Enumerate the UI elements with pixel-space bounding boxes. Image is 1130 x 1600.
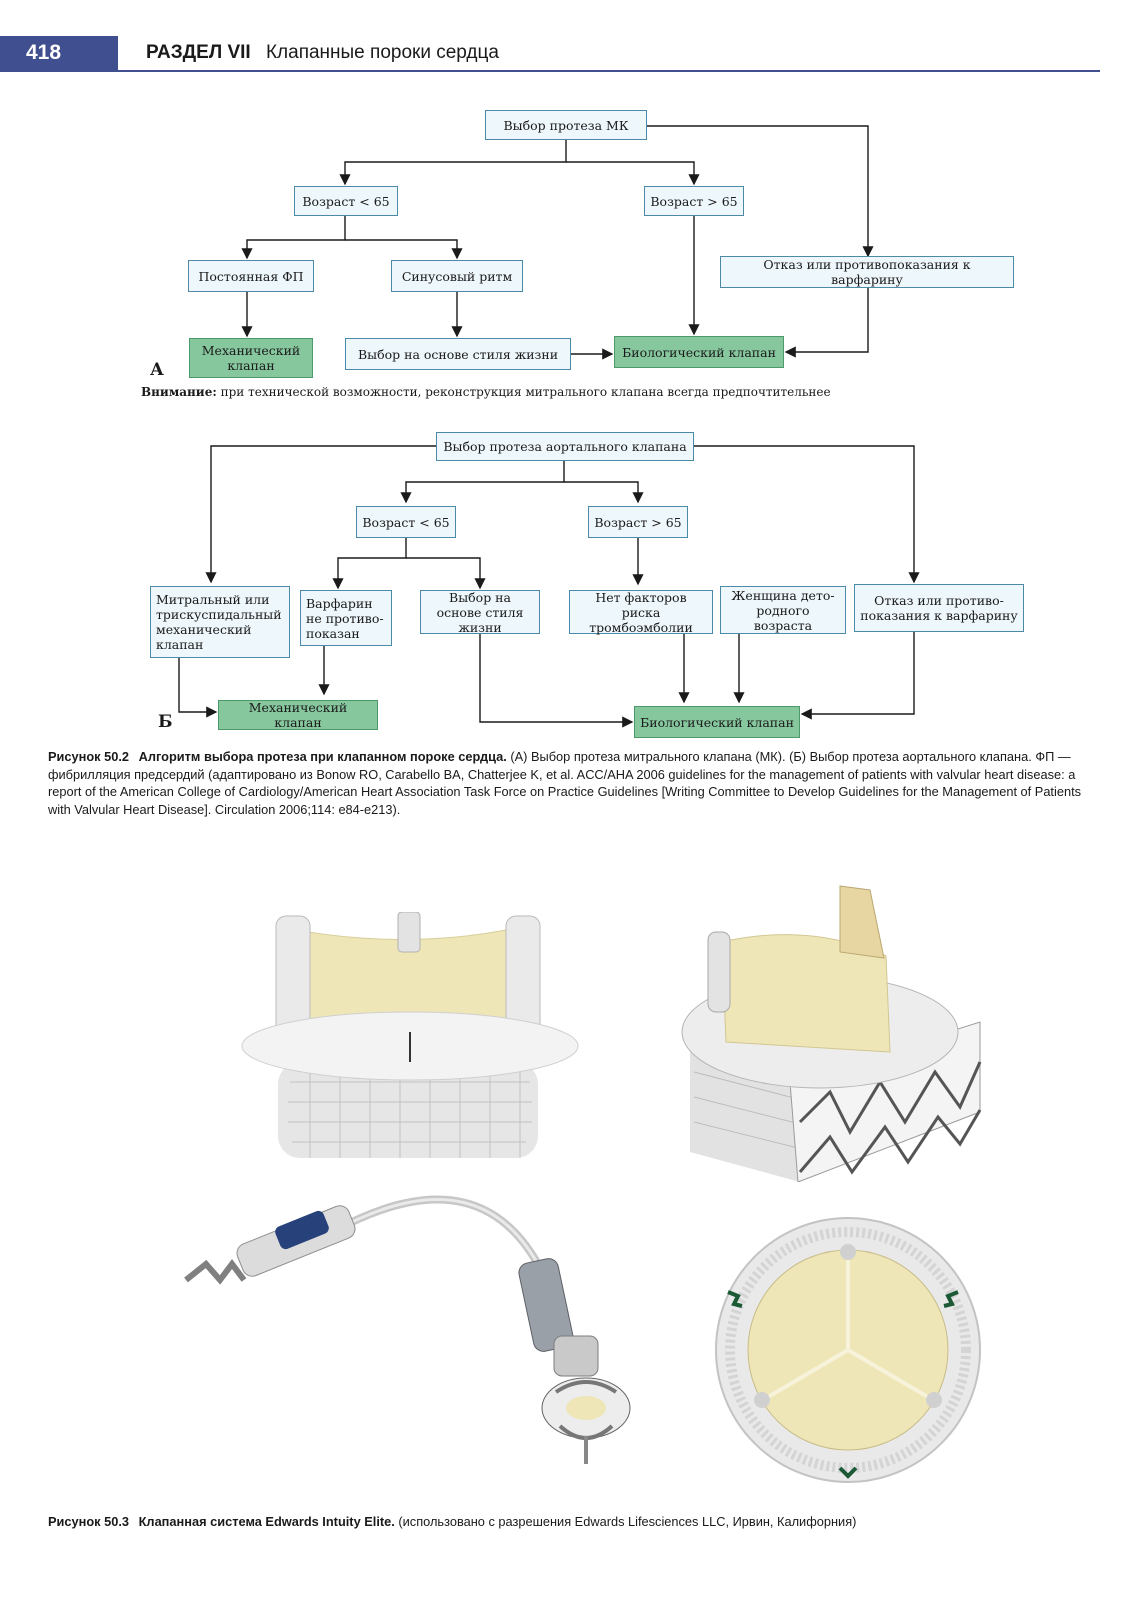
node-age-under-65-b: Возраст < 65 [356, 506, 456, 538]
node-warfarin-refusal-b: Отказ или противо-показания к варфарину [854, 584, 1024, 632]
valve-front-photo [230, 912, 590, 1172]
node-av-choice: Выбор протеза аортального клапана [436, 432, 694, 461]
note-text: при технической возможности, реконструкц… [221, 385, 831, 399]
note-label: Внимание: [141, 385, 217, 399]
mv-note: Внимание: при технической возможности, р… [141, 385, 831, 399]
node-mitral-tricuspid-mech: Митральный или трискуспидальный механиче… [150, 586, 290, 658]
valve-top-photo [708, 1210, 988, 1490]
node-childbearing-woman: Женщина дето-родного возраста [720, 586, 846, 634]
valve-stent-photo [680, 882, 1010, 1182]
figure-title: Клапанная система Edwards Intuity Elite. [139, 1514, 395, 1529]
delivery-system-photo [176, 1160, 716, 1480]
node-age-over-65: Возраст > 65 [644, 186, 744, 216]
node-mechanical-valve: Механический клапан [189, 338, 313, 378]
node-no-thrombo-risk: Нет факторов риска тромбоэмболии [569, 590, 713, 634]
node-lifestyle-choice-b: Выбор на основе стиля жизни [420, 590, 540, 634]
figure-title: Алгоритм выбора протеза при клапанном по… [139, 749, 507, 764]
node-mv-choice: Выбор протеза МК [485, 110, 647, 140]
node-biological-valve-b: Биологический клапан [634, 706, 800, 738]
node-biological-valve: Биологический клапан [614, 336, 784, 368]
figure-label: Рисунок 50.3 [48, 1514, 129, 1529]
figure-50-2-caption: Рисунок 50.2 Алгоритм выбора протеза при… [48, 748, 1096, 818]
figure-label: Рисунок 50.2 [48, 749, 129, 764]
node-sinus-rhythm: Синусовый ритм [391, 260, 523, 292]
node-mechanical-valve-b: Механический клапан [218, 700, 378, 730]
node-warfarin-refusal: Отказ или противопоказания к варфарину [720, 256, 1014, 288]
node-lifestyle-choice: Выбор на основе стиля жизни [345, 338, 571, 370]
node-permanent-af: Постоянная ФП [188, 260, 314, 292]
node-warfarin-allowed: Варфарин не противо-показан [300, 590, 392, 646]
panel-letter-b: Б [158, 712, 173, 732]
node-age-over-65-b: Возраст > 65 [588, 506, 688, 538]
figure-50-3-caption: Рисунок 50.3 Клапанная система Edwards I… [48, 1513, 1108, 1531]
node-age-under-65: Возраст < 65 [294, 186, 398, 216]
panel-letter-a: А [150, 360, 164, 380]
figure-text: (использовано с разрешения Edwards Lifes… [398, 1514, 856, 1529]
